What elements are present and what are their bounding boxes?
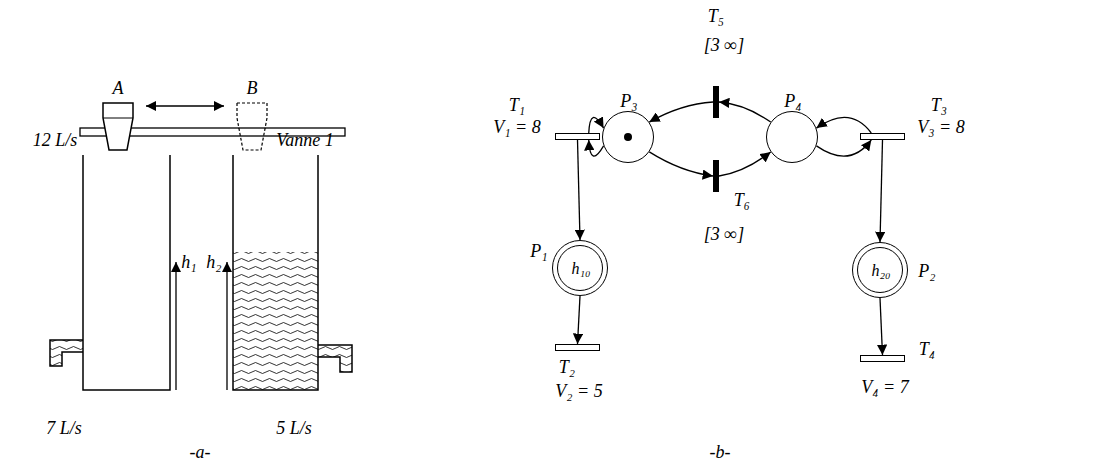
figure-label: B <box>247 79 258 97</box>
figure-label: Vanne 1 <box>276 131 334 149</box>
node-name: P₄ <box>784 92 801 110</box>
node-name: T₃ <box>931 96 947 114</box>
continuous-transition: T₃V₃ = 8 <box>860 133 905 140</box>
petri-arc <box>578 296 581 344</box>
petri-arc <box>816 140 871 156</box>
node-name: P₃ <box>620 92 637 110</box>
petri-arc <box>816 117 871 133</box>
node-parameter: h₁₀ <box>571 261 590 277</box>
petri-arc <box>719 102 771 122</box>
node-name: P₂ <box>918 262 935 280</box>
continuous-transition: T₁V₁ = 8 <box>555 133 600 140</box>
node-name: T₄ <box>919 340 935 358</box>
node-name: T₅ <box>708 7 724 25</box>
continuous-transition: T₄V₄ = 7 <box>860 355 905 362</box>
figure-label: 5 L/s <box>276 419 312 437</box>
petri-arc <box>880 140 883 242</box>
petri-arc <box>719 152 771 176</box>
figure-label: h₁ <box>181 253 196 271</box>
petri-arc <box>589 117 604 133</box>
petri-arc <box>649 102 713 122</box>
discrete-place: P₃ <box>602 111 654 163</box>
continuous-place: P₂h₂₀ <box>852 242 908 298</box>
node-name: T₆ <box>734 191 750 209</box>
node-parameter: V₁ = 8 <box>493 118 540 136</box>
token <box>624 133 632 141</box>
node-name: T₂ <box>559 358 575 376</box>
figure-label: h₂ <box>206 253 221 271</box>
petri-arc <box>589 140 604 156</box>
petri-arc <box>880 298 883 355</box>
node-name: T₁ <box>509 96 525 114</box>
discrete-place: P₄ <box>766 111 818 163</box>
node-name: P₁ <box>530 242 547 260</box>
figure-label: A <box>113 79 124 97</box>
continuous-transition: T₂V₂ = 5 <box>555 344 600 351</box>
discrete-transition: T₆[3 ∞] <box>713 160 719 192</box>
node-parameter: V₃ = 8 <box>917 118 964 136</box>
node-parameter: [3 ∞] <box>704 36 744 54</box>
petri-arc <box>578 140 581 240</box>
node-parameter: [3 ∞] <box>704 225 744 243</box>
node-parameter: h₂₀ <box>871 263 890 279</box>
discrete-transition: T₅[3 ∞] <box>713 86 719 118</box>
node-parameter: V₂ = 5 <box>555 382 602 400</box>
figure-label: -b- <box>710 443 731 461</box>
figure-label: 12 L/s <box>33 131 78 149</box>
figure-label: 7 L/s <box>46 419 82 437</box>
figure-label: -a- <box>190 443 211 461</box>
node-parameter: V₄ = 7 <box>861 378 908 396</box>
petri-arc <box>649 152 713 176</box>
continuous-place: P₁h₁₀ <box>552 240 608 296</box>
